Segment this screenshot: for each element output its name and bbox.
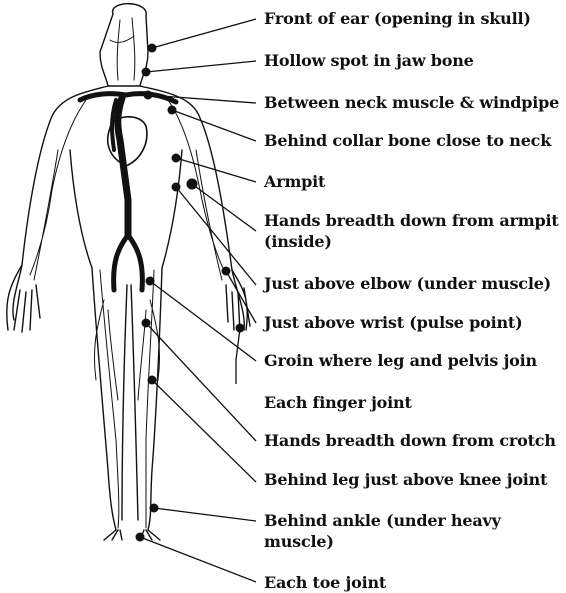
label-behind-ankle: Behind ankle (under heavy	[264, 511, 501, 530]
label-above-elbow: Just above elbow (under muscle)	[264, 274, 551, 293]
label-below-armpit: Hands breadth down from armpit	[264, 211, 559, 230]
label-above-wrist: Just above wrist (pulse point)	[264, 313, 522, 332]
label-below-armpit-inside: (inside)	[264, 232, 332, 251]
leader-collar	[172, 110, 256, 141]
leader-crotch	[146, 323, 256, 441]
label-behind-knee: Behind leg just above knee joint	[264, 470, 547, 489]
feet-outline	[104, 530, 160, 540]
aortic-arch	[80, 94, 176, 102]
label-jaw-bone: Hollow spot in jaw bone	[264, 51, 474, 70]
head-outline	[100, 4, 148, 86]
leader-armpit	[176, 158, 256, 182]
label-neck-windpipe: Between neck muscle & windpipe	[264, 93, 559, 112]
label-front-of-ear: Front of ear (opening in skull)	[264, 9, 531, 28]
label-armpit: Armpit	[264, 172, 325, 191]
label-behind-ankle-muscle: muscle)	[264, 532, 334, 551]
label-finger-joint: Each finger joint	[264, 393, 412, 412]
leader-below-armpit	[192, 184, 256, 231]
leader-jaw	[146, 61, 256, 72]
leader-knee	[152, 380, 256, 482]
aorta	[118, 98, 128, 235]
label-collar-bone: Behind collar bone close to neck	[264, 131, 551, 150]
leader-finger	[236, 328, 240, 384]
leader-ear	[152, 19, 256, 48]
label-toe-joint: Each toe joint	[264, 573, 386, 592]
iliac-arteries	[114, 235, 143, 290]
leader-ankle	[154, 508, 256, 521]
right-hand-outline	[226, 270, 250, 332]
label-below-crotch: Hands breadth down from crotch	[264, 431, 556, 450]
label-groin: Groin where leg and pelvis join	[264, 351, 537, 370]
leader-toe	[140, 537, 256, 582]
